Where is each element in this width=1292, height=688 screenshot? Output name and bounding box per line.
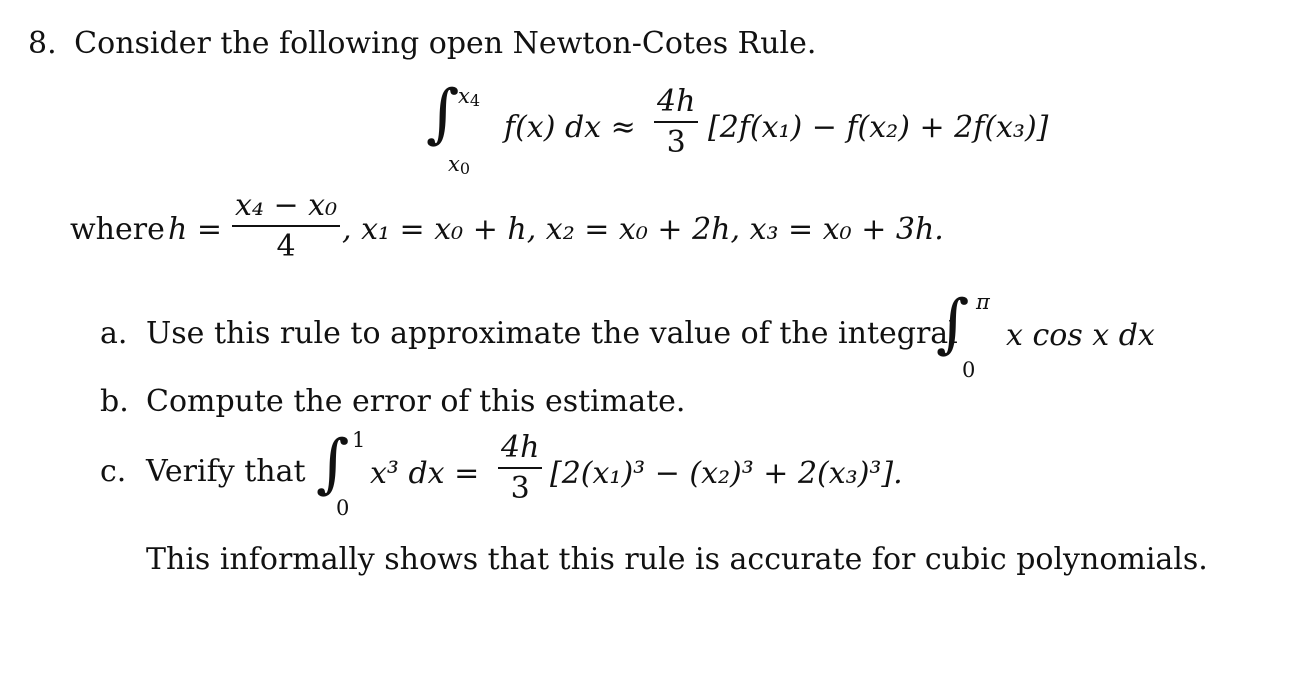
integrand-c: x³ dx =: [370, 456, 480, 491]
conclusion-text: This informally shows that this rule is …: [146, 542, 1208, 577]
upper-limit-a: π: [976, 290, 990, 314]
integral-sign-c: ∫: [316, 427, 350, 501]
part-b-label: b.: [100, 384, 129, 419]
where-label: where: [70, 212, 165, 247]
integrand: f(x) dx ≈: [504, 110, 636, 145]
integral-sign: ∫: [426, 77, 460, 151]
upper-limit-c: 1: [352, 428, 366, 452]
part-c-label: c.: [100, 454, 127, 489]
part-a-text: Use this rule to approximate the value o…: [146, 316, 958, 351]
part-c-text: Verify that: [146, 454, 306, 489]
lower-limit-c: 0: [336, 496, 350, 520]
part-a-label: a.: [100, 316, 128, 351]
lower-limit-a: 0: [962, 358, 976, 382]
problem-heading: 8. Consider the following open Newton-Co…: [28, 26, 816, 61]
integral-sign-a: ∫: [936, 287, 970, 361]
integrand-a: x cos x dx: [1006, 318, 1155, 353]
bracket-expression: [2f(x₁) − f(x₂) + 2f(x₃)]: [708, 110, 1049, 145]
part-b-text: Compute the error of this estimate.: [146, 384, 686, 419]
node-definitions: , x₁ = x₀ + h, x₂ = x₀ + 2h, x₃ = x₀ + 3…: [342, 212, 944, 247]
h-equals: h =: [168, 212, 222, 247]
upper-limit: x4: [458, 84, 481, 110]
bracket-expression-c: [2(x₁)³ − (x₂)³ + 2(x₃)³].: [550, 456, 903, 491]
lower-limit: x0: [448, 152, 471, 178]
problem-number: 8.: [28, 26, 57, 61]
problem-heading-text: Consider the following open Newton-Cotes…: [74, 26, 817, 61]
